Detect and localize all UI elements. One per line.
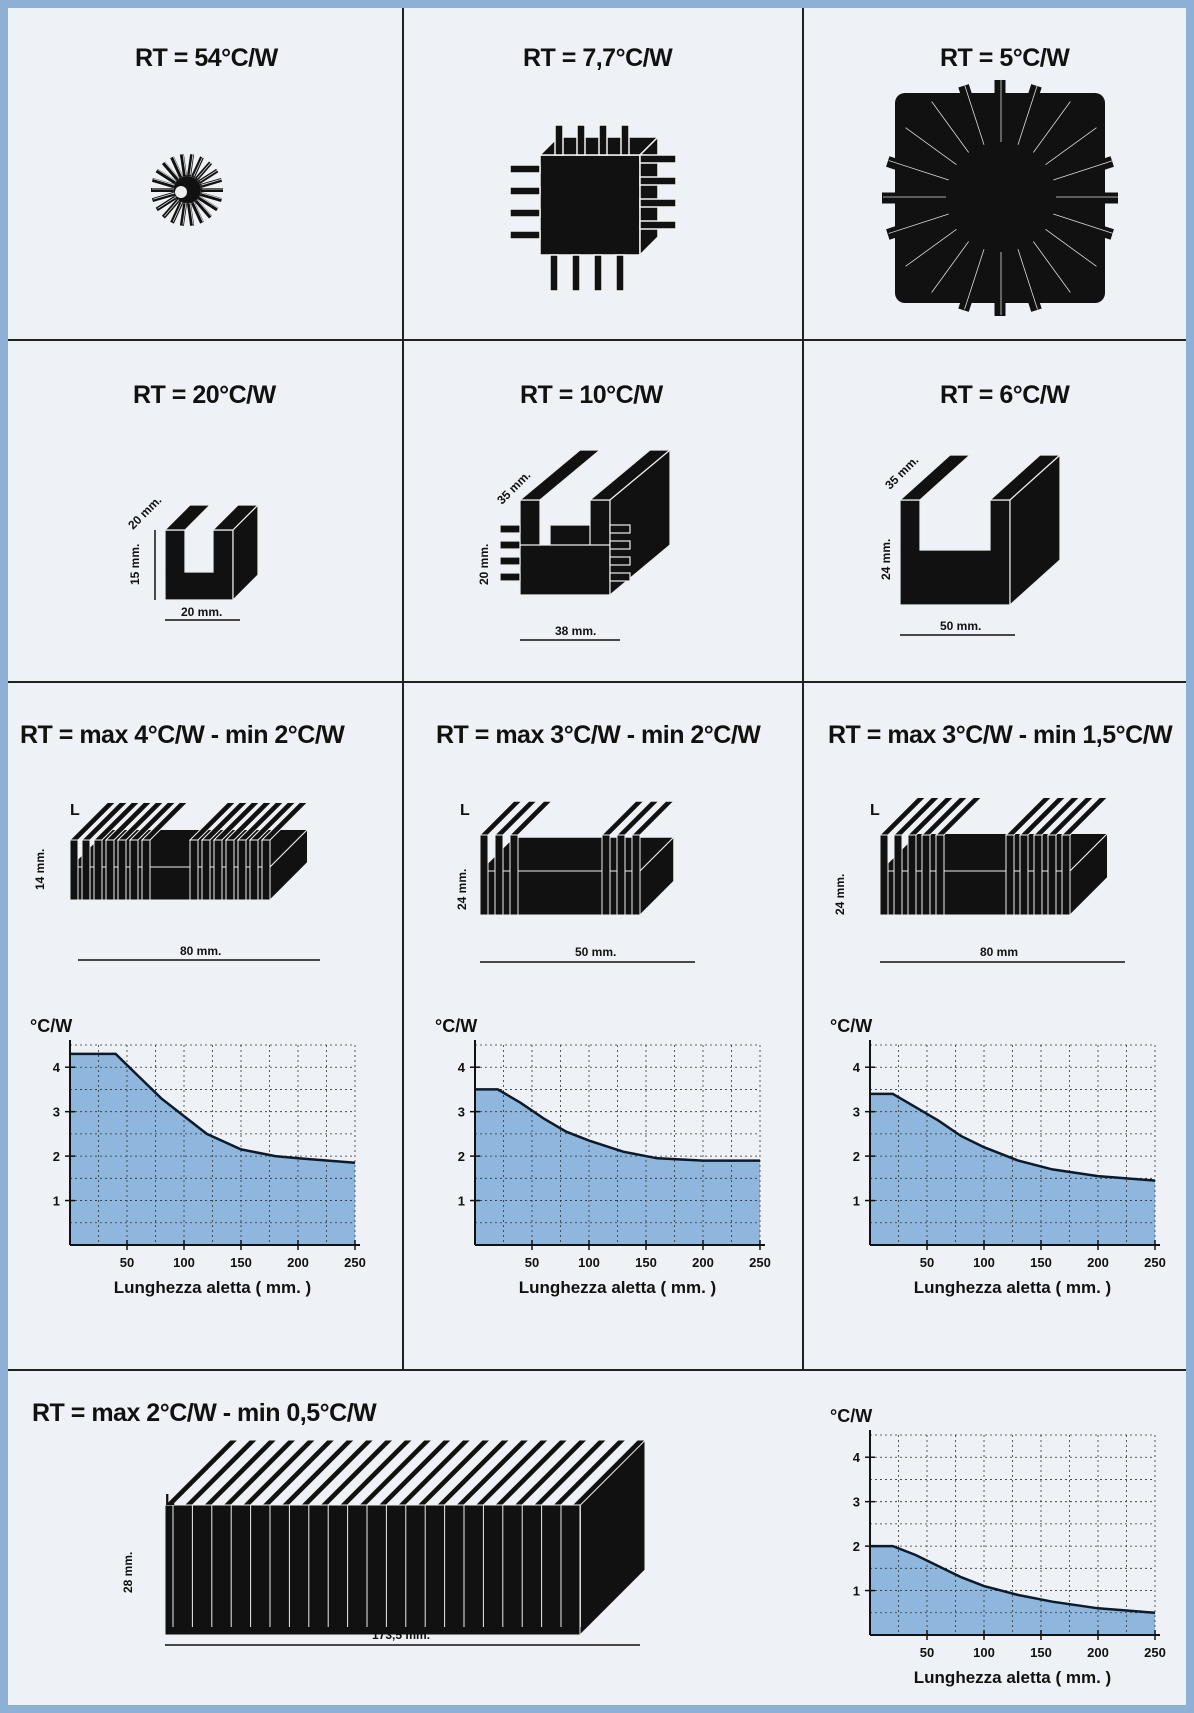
y-tick-label: 2 [53,1149,60,1164]
heatsink-radial-small [151,153,224,226]
y-tick-label: 4 [53,1060,61,1075]
x-tick-label: 250 [749,1255,771,1270]
dim-width-p6: 50 mm. [940,619,981,633]
y-axis-unit: °C/W [435,1016,477,1036]
series-line [870,1544,1156,1615]
series-line [475,1088,760,1162]
rt-label-p1: RT = 54°C/W [135,44,278,72]
dim-width-p10: 173,5 mm. [372,1628,430,1642]
x-tick-label: 200 [692,1255,714,1270]
y-tick-label: 2 [458,1149,465,1164]
dim-width-p8: 50 mm. [575,945,616,959]
x-tick-label: 200 [287,1255,309,1270]
heatsink-u-channel-small: 15 mm. 20 mm. 20 mm. [125,493,260,621]
thermal-resistance-chart-4: 50 100 150 200 250 1 2 3 4 °C/W Lunghezza aletta (… [830,1406,1166,1687]
dim-height-p7: 14 mm. [33,849,47,890]
x-tick-label: 250 [1144,1255,1166,1270]
y-tick-label: 3 [853,1495,860,1510]
rt-label-p10: RT = max 2°C/W - min 0,5°C/W [32,1399,377,1427]
x-tick-label: 50 [525,1255,539,1270]
dim-height-p4: 15 mm. [128,544,142,585]
x-axis-title: Lunghezza aletta ( mm. ) [519,1278,716,1297]
x-tick-label: 250 [344,1255,366,1270]
y-tick-label: 1 [853,1194,860,1209]
dim-width-p5: 38 mm. [555,624,596,638]
rt-label-p7: RT = max 4°C/W - min 2°C/W [20,721,345,749]
fin-length-label-p9: L [870,802,880,819]
y-axis-unit: °C/W [30,1016,72,1036]
dim-height-p8: 24 mm. [455,869,469,910]
rt-label-p8: RT = max 3°C/W - min 2°C/W [436,721,761,749]
x-tick-label: 250 [1144,1645,1166,1660]
y-tick-label: 1 [53,1194,60,1209]
x-axis-title: Lunghezza aletta ( mm. ) [114,1278,311,1297]
thermal-resistance-chart-3: 50 100 150 200 250 1 2 3 4 °C/W Lunghezza aletta (… [830,1016,1166,1297]
heatsink-finned-80b: L 24 mm. 80 mm [833,797,1125,963]
x-tick-label: 150 [635,1255,657,1270]
y-axis-unit: °C/W [830,1016,872,1036]
y-tick-label: 3 [853,1105,860,1120]
heatsink-finned-u-38: 20 mm. 35 mm. 38 mm. [477,448,672,641]
fin-length-label-p8: L [460,802,470,819]
dim-width-p7: 80 mm. [180,944,221,958]
heatsink-radial-large [882,79,1119,316]
rt-label-p6: RT = 6°C/W [940,381,1070,409]
y-axis-unit: °C/W [830,1406,872,1426]
area-fill [70,1053,355,1245]
area-fill [475,1089,760,1245]
y-tick-label: 1 [853,1584,860,1599]
heatsink-u-50: 24 mm. 35 mm. 50 mm. [879,453,1062,636]
heatsink-finned-173: L 28 mm. 173,5 mm. [121,1438,647,1646]
y-tick-label: 4 [458,1060,466,1075]
x-tick-label: 200 [1087,1645,1109,1660]
thermal-resistance-chart-2: 50 100 150 200 250 1 2 3 4 °C/W Lunghezza aletta (… [435,1016,771,1297]
y-tick-label: 1 [458,1194,465,1209]
x-axis-title: Lunghezza aletta ( mm. ) [914,1278,1111,1297]
x-tick-label: 150 [230,1255,252,1270]
dim-height-p5: 20 mm. [477,544,491,585]
dim-width-p9: 80 mm [980,945,1018,959]
y-tick-label: 2 [853,1539,860,1554]
x-tick-label: 150 [1030,1255,1052,1270]
rt-label-p3: RT = 5°C/W [940,44,1070,72]
heatsink-square-fins [509,124,677,292]
rt-label-p2: RT = 7,7°C/W [523,44,673,72]
fin-length-label-p10: L [165,1492,175,1509]
x-tick-label: 100 [578,1255,600,1270]
series-line [870,1092,1156,1182]
y-tick-label: 2 [853,1149,860,1164]
y-tick-label: 4 [853,1450,861,1465]
dim-depth-p4: 20 mm. [125,493,164,532]
rt-label-p5: RT = 10°C/W [520,381,663,409]
x-tick-label: 200 [1087,1255,1109,1270]
x-tick-label: 100 [973,1255,995,1270]
dim-height-p9: 24 mm. [833,874,847,915]
x-tick-label: 50 [920,1255,934,1270]
series-line [70,1052,356,1165]
y-tick-label: 3 [458,1105,465,1120]
dim-height-p10: 28 mm. [121,1552,135,1593]
x-tick-label: 100 [973,1645,995,1660]
y-tick-label: 4 [853,1060,861,1075]
dim-width-p4: 20 mm. [181,605,222,619]
thermal-resistance-chart-1: 50 100 150 200 250 1 2 3 4 °C/W Lunghezza aletta (… [30,1016,366,1297]
heatsink-finned-50: L 24 mm. 50 mm. [455,800,695,963]
x-tick-label: 50 [120,1255,134,1270]
rt-label-p4: RT = 20°C/W [133,381,276,409]
area-fill [870,1093,1155,1245]
dim-height-p6: 24 mm. [879,539,893,580]
fin-length-label-p7: L [70,802,80,819]
heatsink-finned-80: L 14 mm. 80 mm. [33,802,320,961]
x-tick-label: 100 [173,1255,195,1270]
x-tick-label: 50 [920,1645,934,1660]
x-tick-label: 150 [1030,1645,1052,1660]
y-tick-label: 3 [53,1105,60,1120]
x-axis-title: Lunghezza aletta ( mm. ) [914,1668,1111,1687]
rt-label-p9: RT = max 3°C/W - min 1,5°C/W [828,721,1173,749]
